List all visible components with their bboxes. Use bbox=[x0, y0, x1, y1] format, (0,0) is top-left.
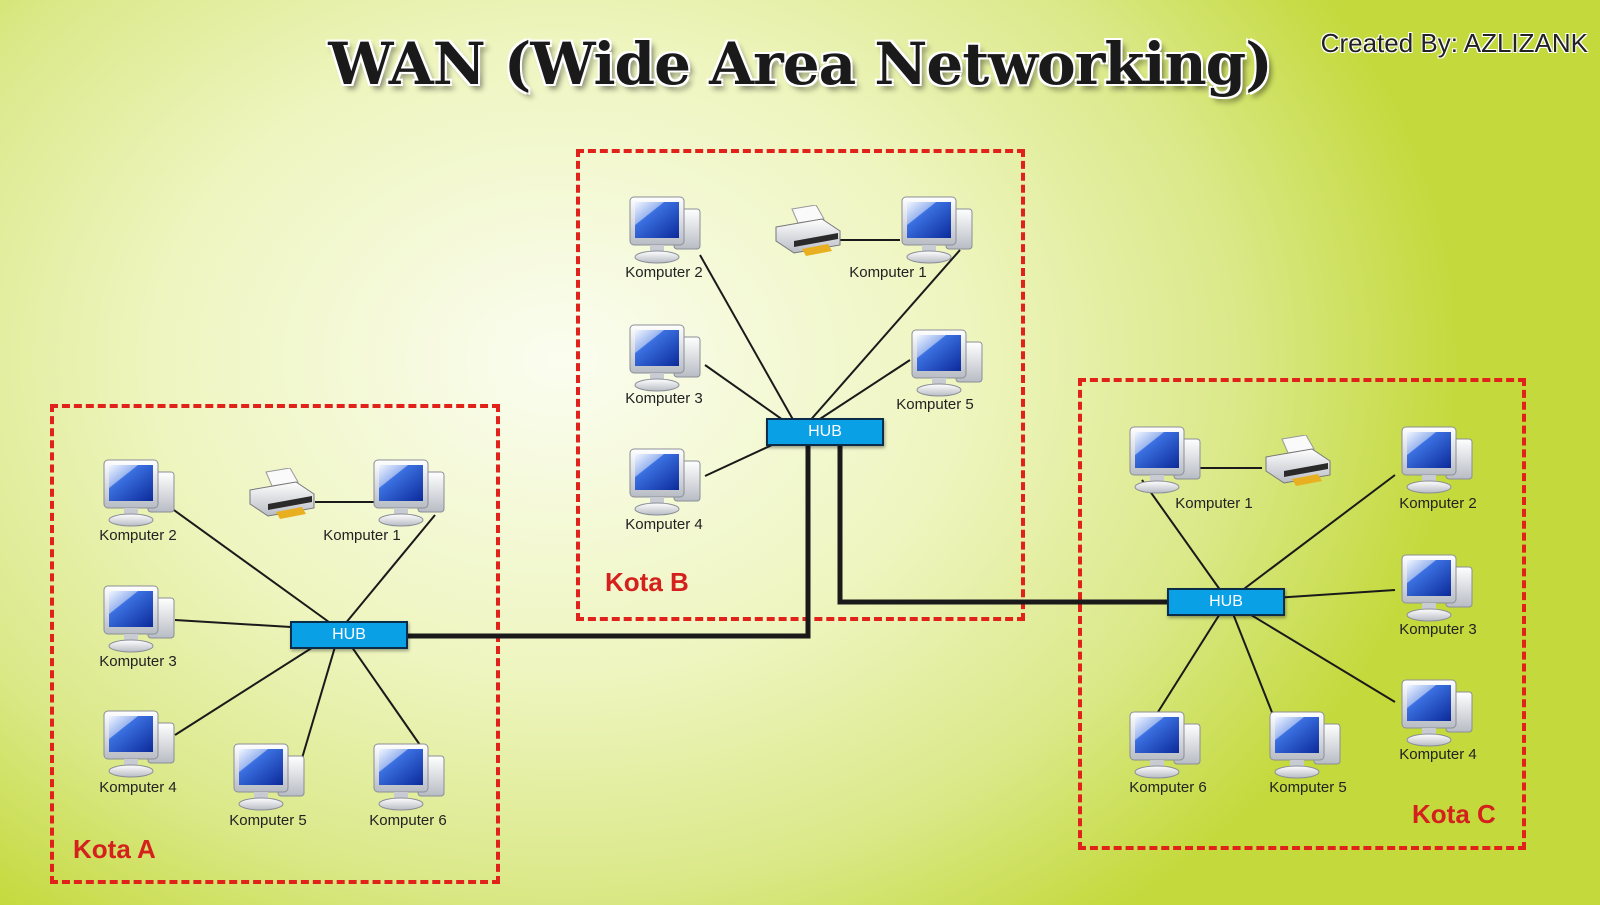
computer-icon bbox=[1264, 710, 1344, 780]
computer-icon bbox=[1124, 425, 1204, 495]
computer-icon bbox=[1124, 710, 1204, 780]
kota-c-komputer-5-label: Komputer 5 bbox=[1269, 779, 1347, 796]
kota-b-komputer-4-label: Komputer 4 bbox=[625, 516, 703, 533]
computer-icon bbox=[624, 323, 704, 393]
kota-a-komputer-6-label: Komputer 6 bbox=[369, 812, 447, 829]
zone-kota-b bbox=[576, 149, 1025, 621]
kota-a-komputer-4-label: Komputer 4 bbox=[99, 779, 177, 796]
kota-c-komputer-6-label: Komputer 6 bbox=[1129, 779, 1207, 796]
kota-c-komputer-2-label: Komputer 2 bbox=[1399, 495, 1477, 512]
printer-icon bbox=[772, 205, 844, 257]
kota-b-komputer-3-label: Komputer 3 bbox=[625, 390, 703, 407]
page-title: WAN (Wide Area Networking) bbox=[328, 30, 1272, 98]
computer-icon bbox=[98, 584, 178, 654]
zone-kota-a bbox=[50, 404, 500, 884]
computer-icon bbox=[1396, 678, 1476, 748]
credit-text: Created By: AZLIZANK bbox=[1320, 28, 1588, 58]
kota-a-komputer-3-label: Komputer 3 bbox=[99, 653, 177, 670]
kota-c-komputer-4-label: Komputer 4 bbox=[1399, 746, 1477, 763]
computer-icon bbox=[624, 195, 704, 265]
kota-c-komputer-1-label: Komputer 1 bbox=[1175, 495, 1253, 512]
kota-b-komputer-2-label: Komputer 2 bbox=[625, 264, 703, 281]
printer-icon bbox=[1262, 435, 1334, 487]
computer-icon bbox=[98, 458, 178, 528]
zone-kota-c bbox=[1078, 378, 1526, 850]
kota-c-label: Kota C bbox=[1412, 799, 1496, 829]
printer-icon bbox=[246, 468, 318, 520]
computer-icon bbox=[368, 742, 448, 812]
hub-kota-a: HUB bbox=[290, 621, 408, 649]
kota-b-komputer-1-label: Komputer 1 bbox=[849, 264, 927, 281]
computer-icon bbox=[368, 458, 448, 528]
hub-kota-c: HUB bbox=[1167, 588, 1285, 616]
kota-a-komputer-5-label: Komputer 5 bbox=[229, 812, 307, 829]
kota-a-label: Kota A bbox=[73, 834, 156, 864]
computer-icon bbox=[624, 447, 704, 517]
kota-b-komputer-5-label: Komputer 5 bbox=[896, 396, 974, 413]
computer-icon bbox=[228, 742, 308, 812]
kota-b-label: Kota B bbox=[605, 567, 689, 597]
computer-icon bbox=[98, 709, 178, 779]
computer-icon bbox=[1396, 553, 1476, 623]
computer-icon bbox=[896, 195, 976, 265]
kota-a-komputer-1-label: Komputer 1 bbox=[323, 527, 401, 544]
computer-icon bbox=[906, 328, 986, 398]
kota-c-komputer-3-label: Komputer 3 bbox=[1399, 621, 1477, 638]
kota-a-komputer-2-label: Komputer 2 bbox=[99, 527, 177, 544]
computer-icon bbox=[1396, 425, 1476, 495]
hub-kota-b: HUB bbox=[766, 418, 884, 446]
